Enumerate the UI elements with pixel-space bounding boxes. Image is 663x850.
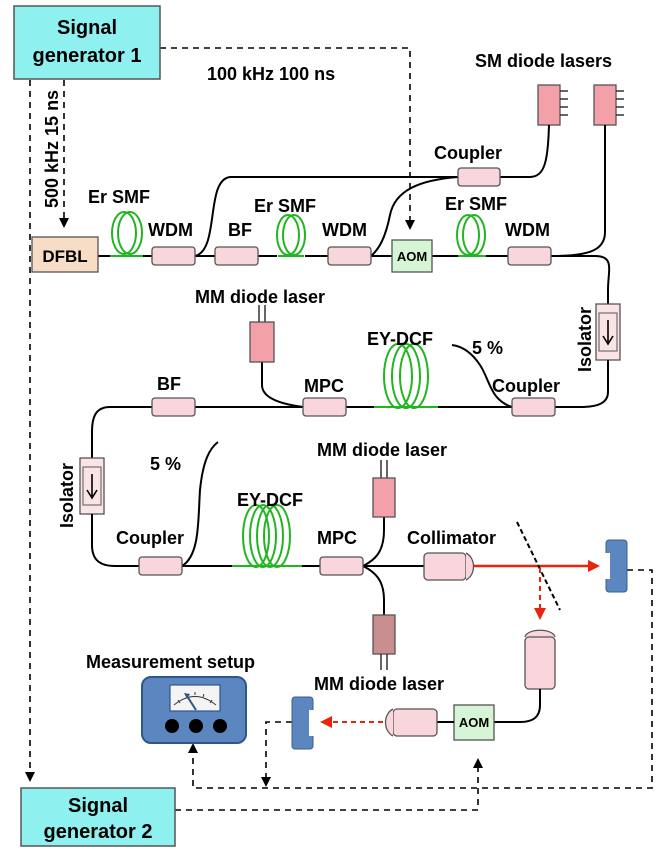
fiber-to-aom xyxy=(494,689,541,723)
measurement-setup-label: Measurement setup xyxy=(86,652,255,672)
sm-diode-lasers-label: SM diode lasers xyxy=(475,51,612,71)
er-smf-label-3: Er SMF xyxy=(445,194,507,214)
mm-diode-laser-label-1: MM diode laser xyxy=(195,287,325,307)
sg2-label-top: Signal xyxy=(68,795,128,817)
mm-diode-laser-2 xyxy=(372,460,396,518)
sg1-label-top: Signal xyxy=(57,17,117,39)
er-smf-label-1: Er SMF xyxy=(88,187,150,207)
mm-diode-laser-label-2: MM diode laser xyxy=(317,440,447,460)
bf-label-1: BF xyxy=(228,220,252,240)
coupler-label-2: Coupler xyxy=(492,376,560,396)
coupler-1 xyxy=(457,167,501,187)
er-smf-coil-2 xyxy=(276,214,306,256)
mpc-1 xyxy=(302,397,347,417)
pulse-500-label: 500 kHz 15 ns xyxy=(42,90,62,208)
beam-splitter xyxy=(516,521,561,611)
sm-diode-laser-1 xyxy=(537,84,568,126)
er-smf-label-2: Er SMF xyxy=(254,196,316,216)
dfbl-label: DFBL xyxy=(42,247,87,266)
stage1-fibers xyxy=(98,124,611,304)
coupler-2 xyxy=(511,397,556,417)
coupler-label-3: Coupler xyxy=(116,528,184,548)
control-lines xyxy=(25,47,653,811)
mpc-label-1: MPC xyxy=(304,376,344,396)
isolator-label-1: Isolator xyxy=(575,307,595,372)
collimator xyxy=(423,552,475,581)
signal-generator-2: Signal generator 2 xyxy=(20,787,176,847)
isolator-1 xyxy=(595,303,621,361)
isolator-label-2: Isolator xyxy=(57,463,77,528)
aom-2 xyxy=(453,704,495,741)
mpc-2 xyxy=(319,556,364,576)
pulse-100-label: 100 kHz 100 ns xyxy=(207,64,335,84)
ey-dcf-coil-1 xyxy=(383,343,429,409)
bf-2 xyxy=(151,397,196,417)
wdm-2 xyxy=(327,246,372,266)
er-smf-coil-1 xyxy=(111,211,143,255)
aom-1-label: AOM xyxy=(397,249,427,264)
sg2-label-bottom: generator 2 xyxy=(44,821,153,843)
ey-dcf-coil-2 xyxy=(242,504,291,568)
aom-1 xyxy=(391,239,433,273)
sm-diode-laser-2 xyxy=(593,84,624,126)
detector-right xyxy=(600,539,628,593)
mm-diode-laser-3 xyxy=(372,614,396,670)
mpc-label-2: MPC xyxy=(317,528,357,548)
coupler-label-1: Coupler xyxy=(434,143,502,163)
wdm-1 xyxy=(151,246,196,266)
signal-generator-1: Signal generator 1 xyxy=(13,5,161,80)
ey-dcf-label-1: EY-DCF xyxy=(367,329,433,349)
wdm-label-1: WDM xyxy=(148,220,193,240)
wdm-label-3: WDM xyxy=(505,220,550,240)
collimator-label: Collimator xyxy=(407,528,496,548)
aom-2-label: AOM xyxy=(459,715,489,730)
bf-label-2: BF xyxy=(157,374,181,394)
sg1-label-bottom: generator 1 xyxy=(33,45,142,67)
er-smf-coil-3 xyxy=(456,214,486,256)
measurement-setup-icon xyxy=(141,676,247,744)
mm-diode-laser-1 xyxy=(249,305,275,363)
collimator-vertical xyxy=(524,629,556,690)
coupler-3 xyxy=(138,556,183,576)
ey-dcf-label-2: EY-DCF xyxy=(237,490,303,510)
isolator-2 xyxy=(79,457,105,515)
wdm-3 xyxy=(507,246,552,266)
five-percent-label-2: 5 % xyxy=(150,454,181,474)
mm-diode-laser-label-3: MM diode laser xyxy=(314,674,444,694)
five-percent-label-1: 5 % xyxy=(472,338,503,358)
wdm-label-2: WDM xyxy=(322,220,367,240)
bf-1 xyxy=(214,246,259,266)
detector-left xyxy=(291,696,319,750)
collimator-horizontal xyxy=(384,708,438,737)
dfbl-box xyxy=(31,236,99,273)
stage3-fibers xyxy=(91,441,424,615)
